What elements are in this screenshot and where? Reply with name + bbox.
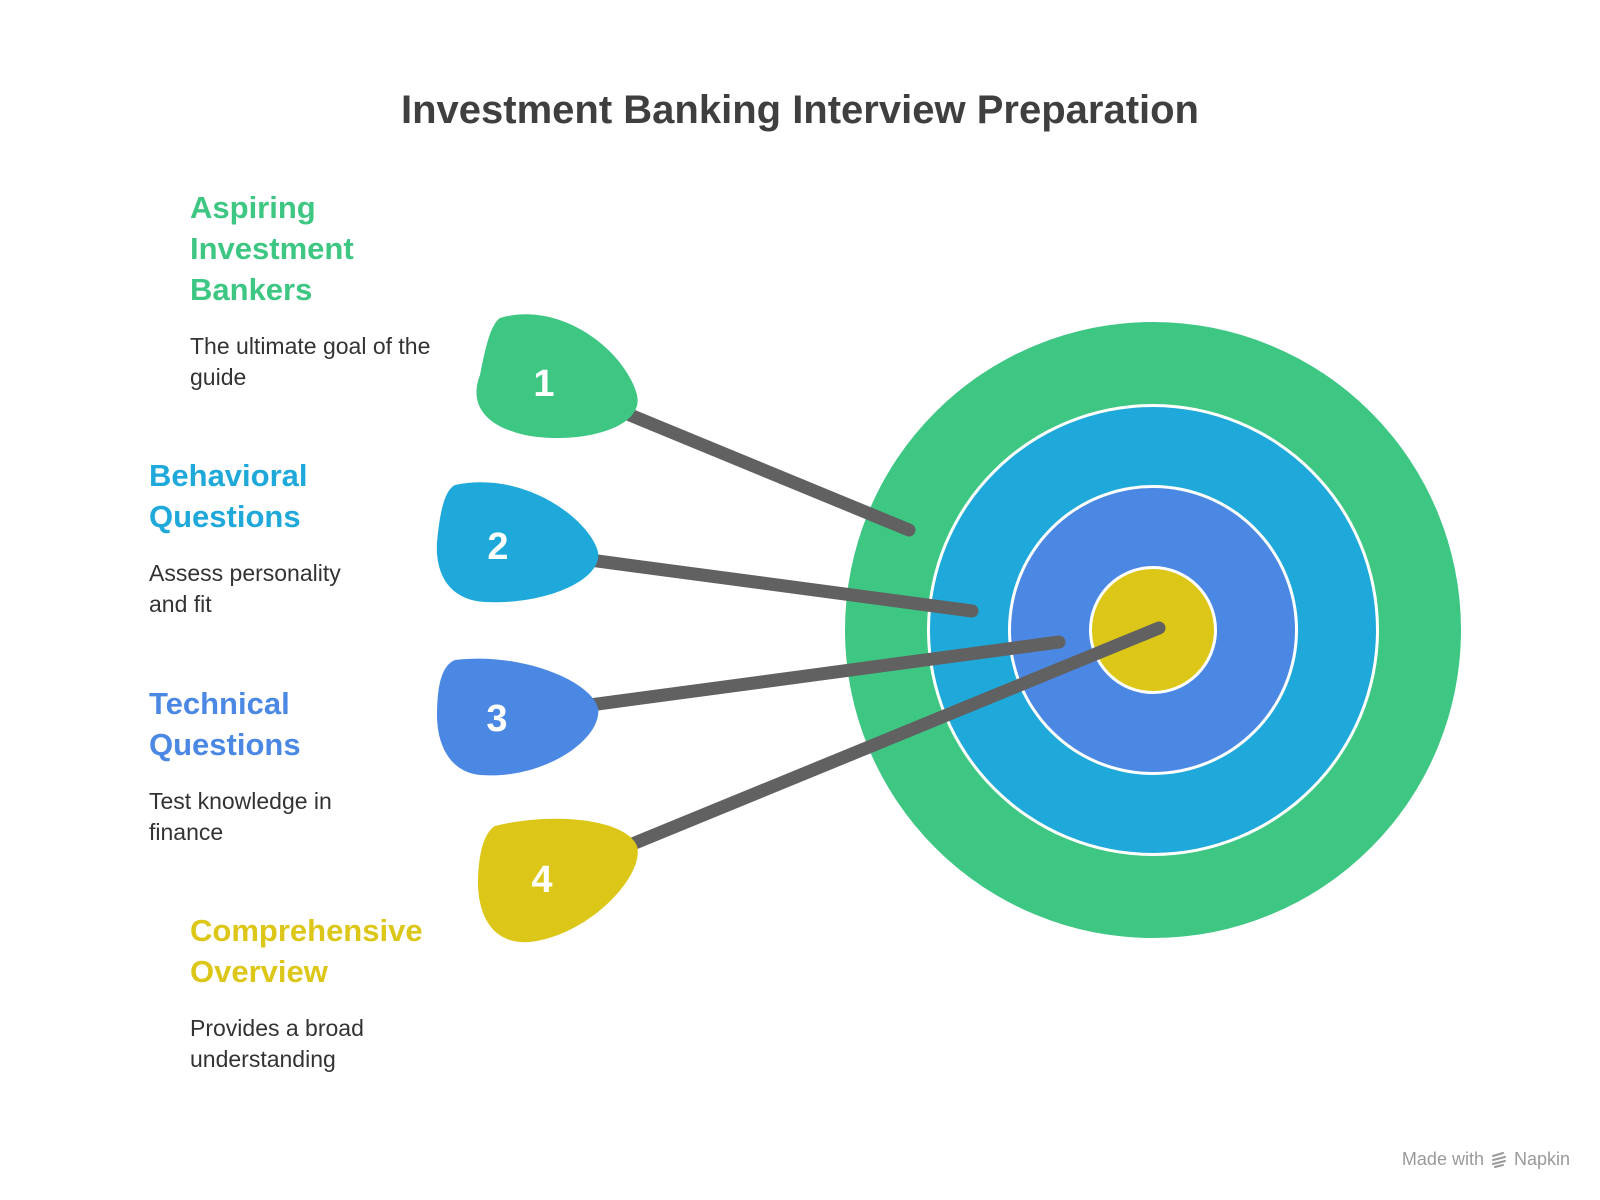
item-comprehensive-overview: Comprehensive Overview Provides a broad … (190, 910, 450, 1075)
dart-number-3: 3 (486, 698, 507, 740)
watermark-prefix: Made with (1401, 1149, 1484, 1169)
item-heading-line: Technical (149, 686, 290, 721)
napkin-logo-icon (1491, 1151, 1506, 1168)
dart-shaft-4 (623, 621, 1166, 852)
dart-shaft-1 (623, 408, 916, 537)
item-heading-line: Aspiring (190, 190, 316, 225)
page-title: Investment Banking Interview Preparation (401, 88, 1199, 132)
item-heading-line: Bankers (190, 272, 313, 307)
item-heading-line: Questions (149, 727, 301, 762)
item-heading: Technical Questions (149, 683, 399, 765)
item-heading: Comprehensive Overview (190, 910, 450, 992)
item-heading: Aspiring Investment Bankers (190, 187, 440, 310)
item-heading-line: Investment (190, 231, 354, 266)
dart-head-2: 2 (436, 482, 599, 603)
watermark: Made with Napkin (1402, 1149, 1570, 1170)
item-aspiring-investment-bankers: Aspiring Investment Bankers The ultimate… (190, 187, 440, 393)
item-description: The ultimate goal of the guide (190, 333, 431, 390)
watermark-brand: Napkin (1513, 1149, 1570, 1169)
dart-number-1: 1 (533, 363, 554, 405)
dart-number-2: 2 (487, 526, 508, 568)
dart-shaft-3 (583, 635, 1066, 712)
item-heading-line: Behavioral (149, 458, 308, 493)
dart-shafts (583, 408, 1166, 852)
item-heading: Behavioral Questions (149, 455, 399, 537)
dart-shaft-2 (583, 553, 979, 618)
item-heading-line: Overview (190, 954, 328, 989)
item-heading-line: Questions (149, 499, 301, 534)
dart-head-1: 1 (476, 314, 638, 439)
dart-head-3: 3 (437, 658, 599, 776)
item-technical-questions: Technical Questions Test knowledge in fi… (149, 683, 399, 848)
item-description: Assess personality and fit (149, 560, 341, 617)
dart-head-4: 4 (477, 818, 638, 943)
item-description: Test knowledge in finance (149, 788, 332, 845)
dart-number-4: 4 (531, 859, 552, 901)
item-behavioral-questions: Behavioral Questions Assess personality … (149, 455, 399, 620)
item-description: Provides a broad understanding (190, 1015, 364, 1072)
item-heading-line: Comprehensive (190, 913, 423, 948)
